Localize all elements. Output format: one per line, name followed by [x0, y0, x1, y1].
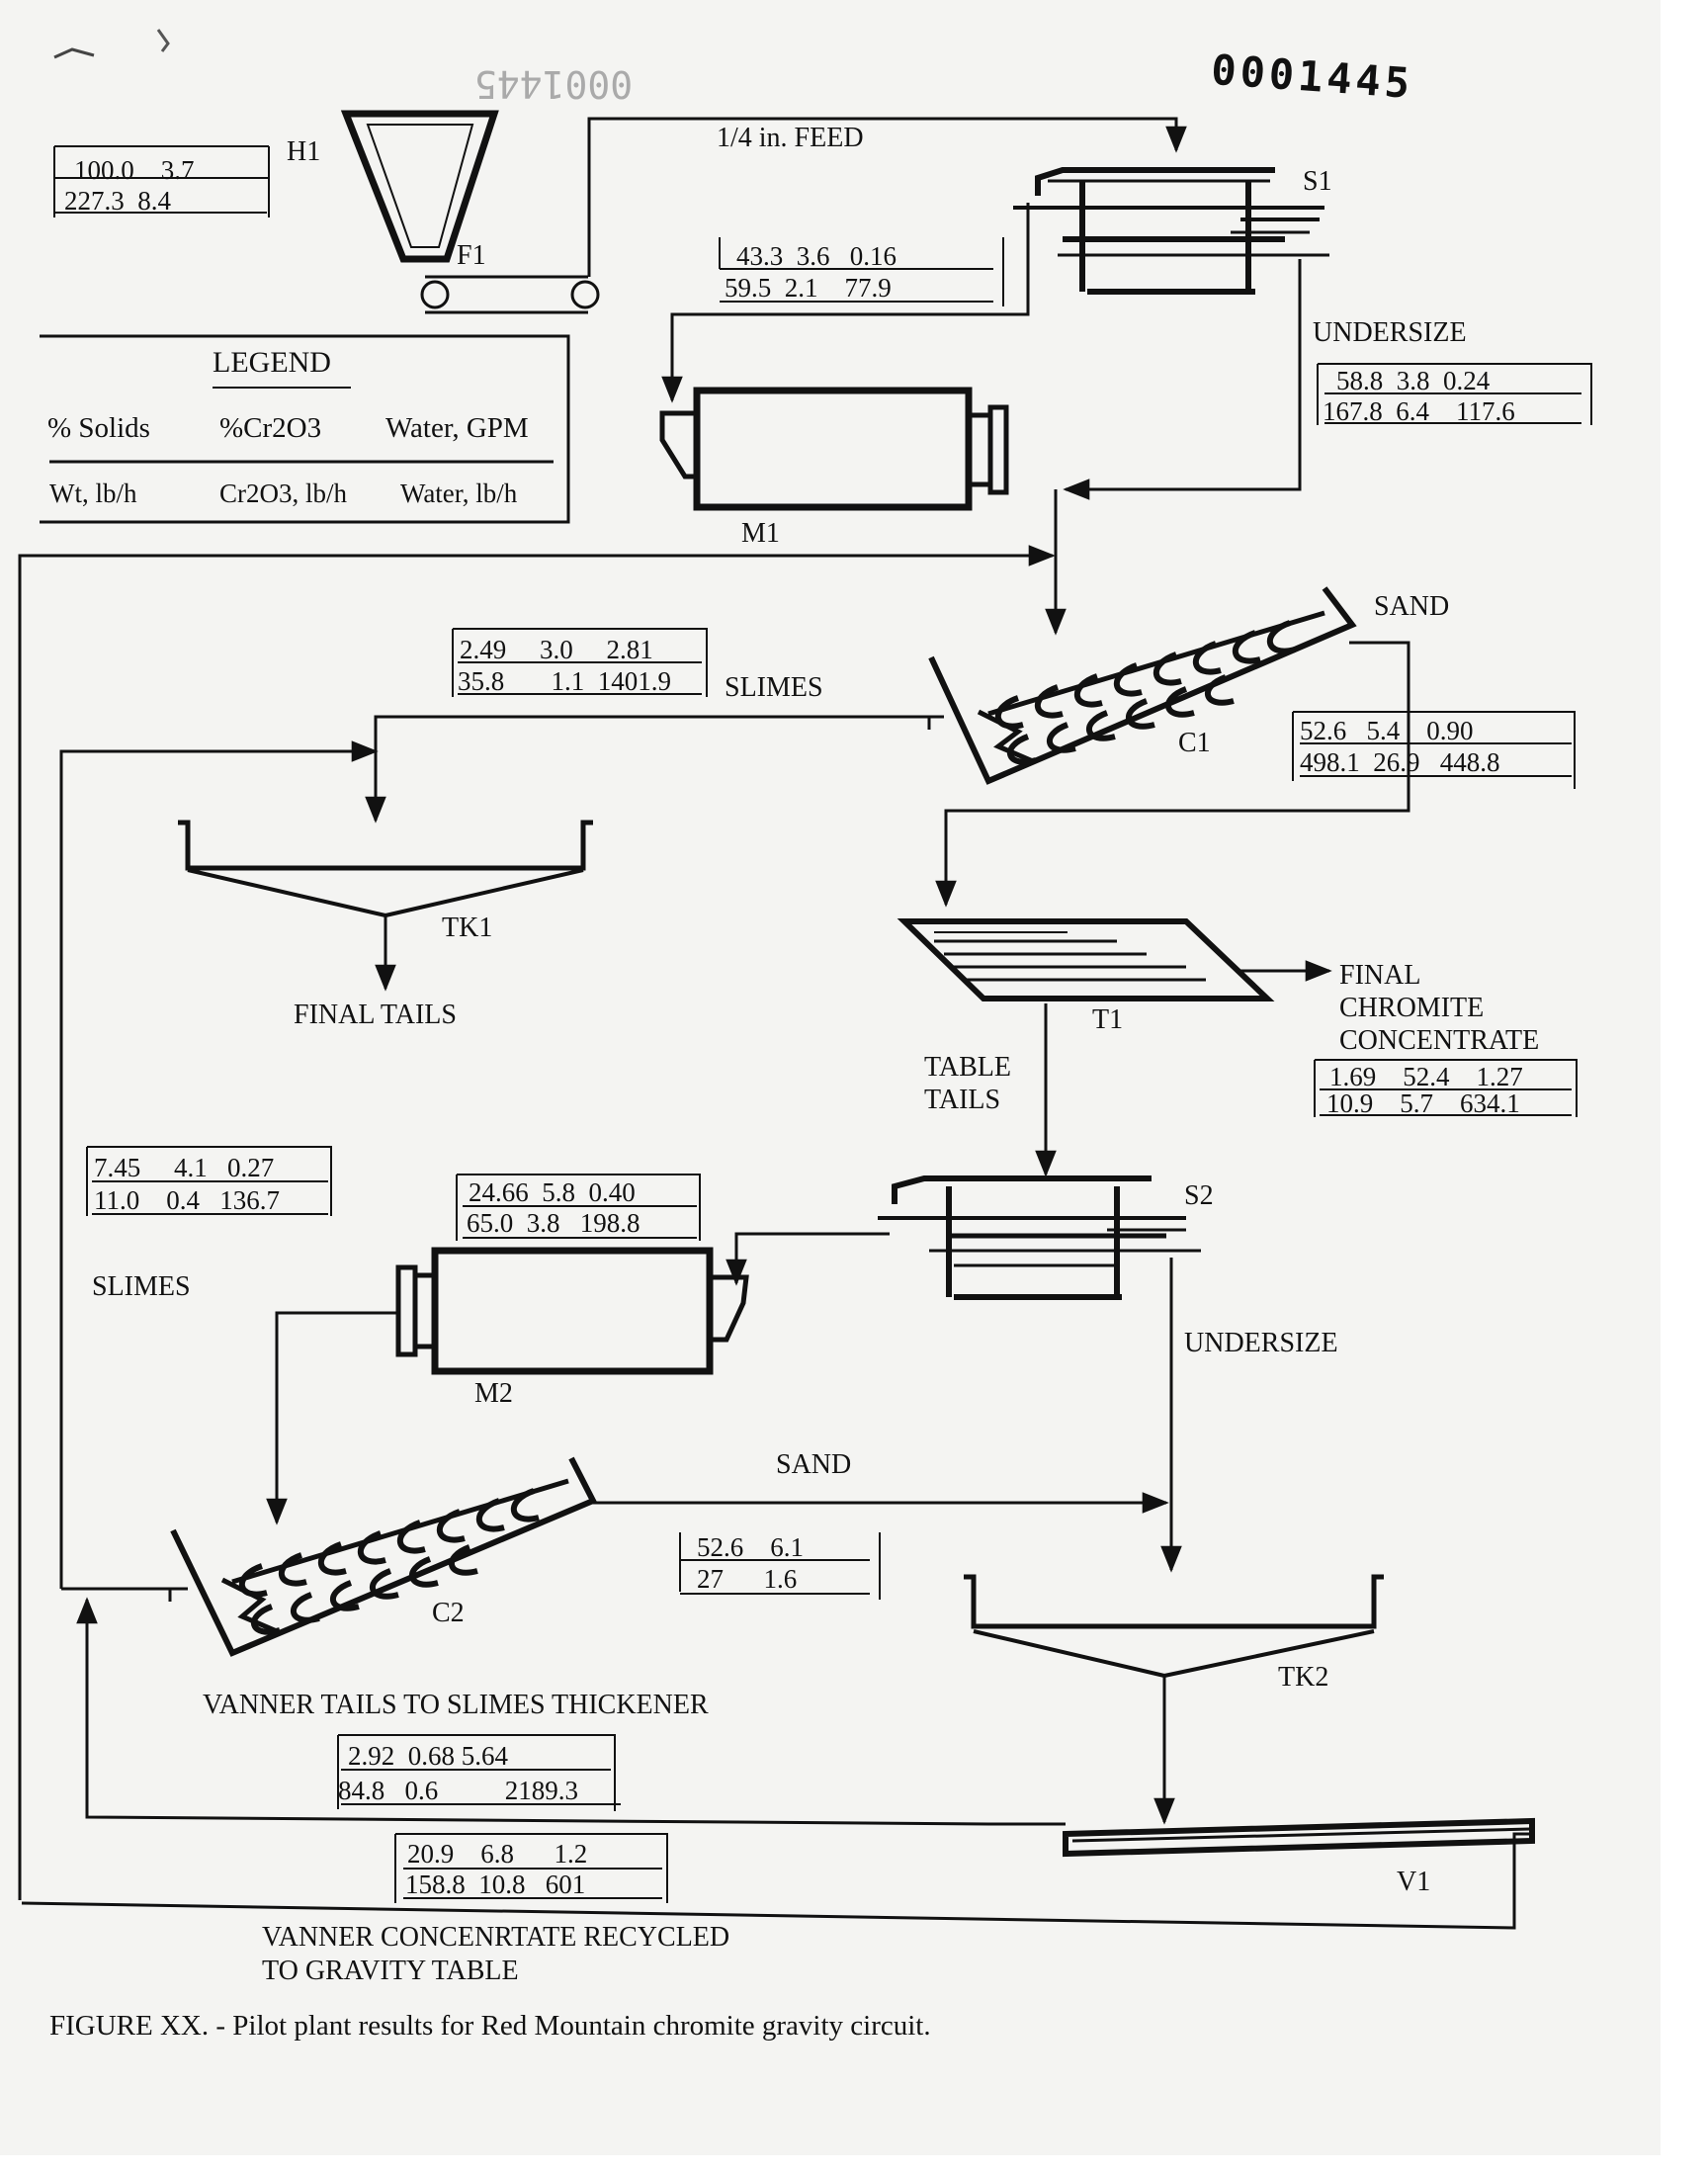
feeder-conveyor-icon — [420, 275, 600, 314]
s1-oversize-row1: 43.3 3.6 0.16 — [736, 241, 897, 271]
label-slimes-1: SLIMES — [725, 672, 823, 703]
c1-sand-row1: 52.6 5.4 0.90 — [1300, 716, 1474, 745]
label-undersize-1: UNDERSIZE — [1313, 317, 1467, 348]
ball-mill-m2-icon — [395, 1247, 749, 1375]
label-v1: V1 — [1397, 1867, 1430, 1897]
thickener-tk1-icon — [178, 820, 593, 917]
legend-title: LEGEND — [213, 346, 331, 379]
data-box-feed: 100.0 3.7 227.3 8.4 — [53, 145, 270, 218]
data-box-s2-oversize: 24.66 5.8 0.40 65.0 3.8 198.8 — [456, 1174, 701, 1241]
label-table-tails-1: TABLE — [924, 1052, 1011, 1083]
t1-conc-row2: 10.9 5.7 634.1 — [1326, 1088, 1520, 1118]
s1-undersize-row1: 58.8 3.8 0.24 — [1336, 366, 1491, 395]
data-box-c2-slimes: 7.45 4.1 0.27 11.0 0.4 136.7 — [86, 1146, 332, 1216]
screen-s1-icon — [1013, 167, 1329, 295]
vanner-conc-row1: 20.9 6.8 1.2 — [407, 1839, 587, 1869]
legend: LEGEND % Solids %Cr2O3 Water, GPM Wt, lb… — [40, 334, 570, 524]
data-box-vanner-conc: 20.9 6.8 1.2 158.8 10.8 601 — [394, 1833, 668, 1903]
label-vanner-recycle-1: VANNER CONCENRTATE RECYCLED — [262, 1922, 729, 1953]
ball-mill-m1-icon — [659, 387, 1009, 511]
legend-cr2o3-lbh: Cr2O3, lb/h — [219, 478, 348, 508]
data-box-vanner-tails: 2.92 0.68 5.64 84.8 0.6 2189.3 — [337, 1734, 621, 1811]
c1-slimes-row1: 2.49 3.0 2.81 — [460, 635, 653, 664]
data-box-s1-oversize: 43.3 3.6 0.16 59.5 2.1 77.9 — [719, 237, 1004, 306]
c2-slimes-row2: 11.0 0.4 136.7 — [94, 1185, 280, 1215]
label-c2: C2 — [432, 1598, 465, 1628]
classifier-c2-icon — [168, 1456, 598, 1657]
label-sand-2: SAND — [776, 1449, 851, 1480]
data-box-c2-sand: 52.6 6.1 27 1.6 — [679, 1532, 881, 1600]
vanner-v1-icon — [1063, 1817, 1535, 1858]
legend-water-gpm: Water, GPM — [385, 412, 529, 444]
c1-sand-row2: 498.1 26.9 448.8 — [1300, 747, 1500, 777]
shaking-table-t1-icon — [897, 918, 1275, 1001]
label-undersize-2: UNDERSIZE — [1184, 1328, 1338, 1358]
c2-sand-row2: 27 1.6 — [697, 1564, 797, 1594]
label-final-conc-1: FINAL — [1339, 960, 1420, 991]
label-final-tails: FINAL TAILS — [294, 1000, 457, 1030]
legend-wt: Wt, lb/h — [49, 478, 137, 508]
data-box-t1-conc: 1.69 52.4 1.27 10.9 5.7 634.1 — [1314, 1059, 1578, 1118]
label-final-conc-2: CHROMITE — [1339, 993, 1484, 1023]
label-h1: H1 — [287, 136, 320, 167]
s1-undersize-row2: 167.8 6.4 117.6 — [1323, 396, 1515, 426]
legend-solids: % Solids — [47, 412, 150, 444]
label-c1: C1 — [1178, 728, 1211, 758]
label-slimes-2: SLIMES — [92, 1271, 191, 1302]
data-box-c1-sand: 52.6 5.4 0.90 498.1 26.9 448.8 — [1292, 711, 1576, 789]
label-m2: M2 — [474, 1378, 513, 1409]
label-m1: M1 — [741, 518, 780, 549]
data-box-c1-slimes: 2.49 3.0 2.81 35.8 1.1 1401.9 — [452, 628, 708, 697]
label-tk2: TK2 — [1278, 1662, 1328, 1693]
vanner-tails-row1: 2.92 0.68 5.64 — [348, 1741, 509, 1771]
legend-cr2o3-pct: %Cr2O3 — [219, 412, 321, 444]
s2-oversize-row2: 65.0 3.8 198.8 — [467, 1208, 640, 1238]
label-tk1: TK1 — [442, 913, 492, 943]
faint-doc-number: 0001445 — [474, 62, 633, 106]
label-t1: T1 — [1092, 1004, 1123, 1035]
hopper-icon — [340, 110, 499, 263]
label-s2: S2 — [1184, 1180, 1214, 1211]
feed-row1: 100.0 3.7 — [74, 155, 195, 185]
doc-number-stamp: 0001445 — [1210, 45, 1415, 108]
label-vanner-tails: VANNER TAILS TO SLIMES THICKENER — [203, 1690, 709, 1720]
data-box-s1-undersize: 58.8 3.8 0.24 167.8 6.4 117.6 — [1317, 363, 1592, 426]
label-f1: F1 — [457, 240, 486, 271]
label-table-tails-2: TAILS — [924, 1085, 1000, 1115]
s2-oversize-row1: 24.66 5.8 0.40 — [469, 1177, 636, 1207]
c2-slimes-row1: 7.45 4.1 0.27 — [94, 1153, 274, 1182]
label-sand-1: SAND — [1374, 591, 1449, 622]
legend-water-lbh: Water, lb/h — [400, 478, 518, 508]
c2-sand-row1: 52.6 6.1 — [697, 1532, 804, 1562]
c1-slimes-row2: 35.8 1.1 1401.9 — [458, 666, 671, 696]
vanner-conc-row2: 158.8 10.8 601 — [405, 1870, 585, 1899]
thickener-tk2-icon — [964, 1574, 1384, 1678]
feed-row2: 227.3 8.4 — [64, 186, 172, 216]
screen-s2-icon — [878, 1175, 1201, 1300]
s1-oversize-row2: 59.5 2.1 77.9 — [725, 273, 892, 303]
label-feed: 1/4 in. FEED — [717, 123, 864, 153]
label-s1: S1 — [1303, 166, 1332, 197]
label-vanner-recycle-2: TO GRAVITY TABLE — [262, 1956, 519, 1986]
label-final-conc-3: CONCENTRATE — [1339, 1025, 1539, 1056]
classifier-c1-icon — [927, 586, 1357, 785]
vanner-tails-row2: 84.8 0.6 2189.3 — [338, 1776, 578, 1805]
figure-caption: FIGURE XX. - Pilot plant results for Red… — [49, 2010, 931, 2042]
t1-conc-row1: 1.69 52.4 1.27 — [1329, 1062, 1523, 1091]
